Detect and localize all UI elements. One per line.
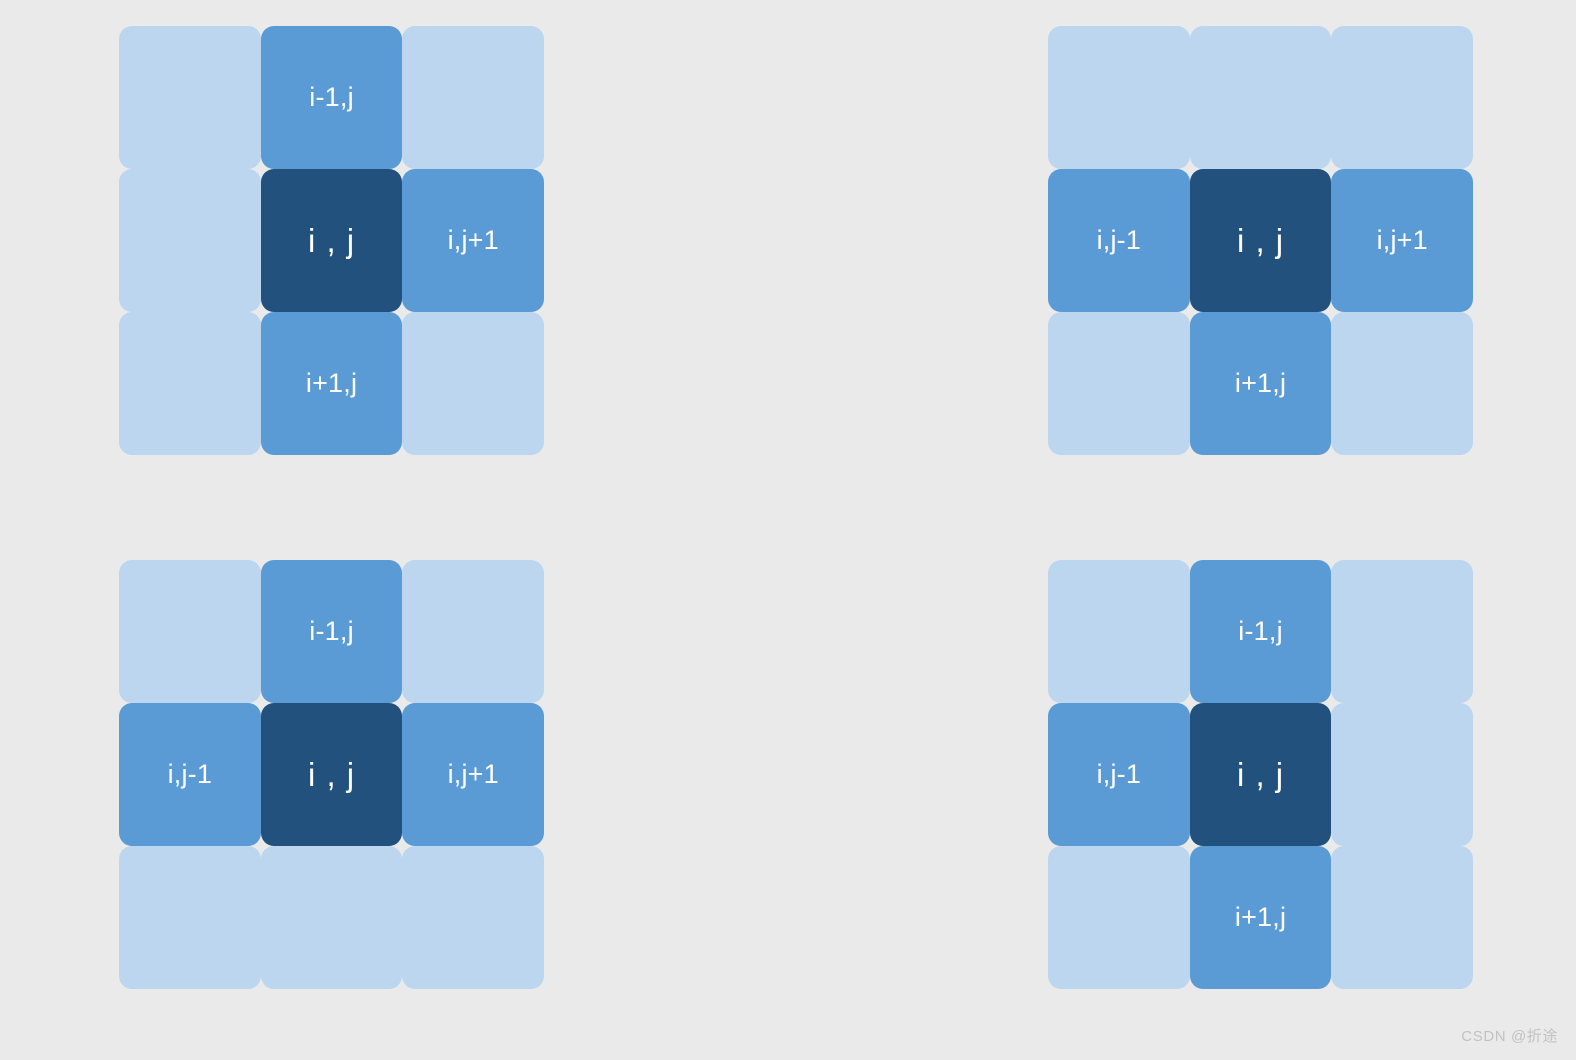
cell-label: i,j-1 [1096,759,1142,789]
grid-bottom-left-cell-r0c2 [402,560,545,703]
grid-top-left-cell-r2c1: i+1,j [260,312,403,455]
grid-bottom-left-cell-r2c0 [119,846,261,989]
grid-top-right-cell-r0c1 [1189,26,1332,169]
cell-label: i-1,j [309,82,354,112]
grid-bottom-right-cell-r1c2 [1331,703,1474,846]
grid-bottom-left-cell-r2c2 [402,846,545,989]
grid-top-right-cell-r2c2 [1331,312,1474,455]
grid-bottom-right-cell-r1c1: i , j [1189,703,1332,846]
grid-bottom-left-cell-r1c1: i , j [260,703,403,846]
grid-top-right-cell-r2c1: i+1,j [1189,312,1332,455]
csdn-watermark: CSDN @折途 [1461,1028,1558,1045]
grid-top-right-cell-r0c0 [1048,26,1190,169]
grid-bottom-right-cell-r2c1: i+1,j [1189,846,1332,989]
grid-bottom-right: i-1,j i,j-1 i , j i+1,j [1048,560,1474,989]
cell-label: i , j [307,756,356,793]
cell-label: i-1,j [309,616,354,646]
grid-top-left-cell-r0c2 [402,26,545,169]
cell-label: i , j [307,222,356,259]
grid-bottom-left-cell-r1c0: i,j-1 [119,703,261,846]
cell-label: i+1,j [305,368,358,398]
grid-top-left-cell-r0c1: i-1,j [260,26,403,169]
grid-top-right-cell-r1c0: i,j-1 [1048,169,1190,312]
cell-label: i,j-1 [1096,225,1142,255]
cell-label: i,j+1 [1376,225,1428,255]
grid-top-left-cell-r0c0 [119,26,261,169]
grid-bottom-left-cell-r0c1: i-1,j [260,560,403,703]
grid-top-left-cell-r1c1: i , j [260,169,403,312]
grid-bottom-left-cell-r2c1 [260,846,403,989]
grid-bottom-left-cell-r1c2: i,j+1 [402,703,545,846]
grid-bottom-right-cell-r2c0 [1048,846,1190,989]
cell-label: i , j [1236,756,1285,793]
grid-top-left: i-1,j i , j i,j+1 i+1,j [119,26,545,455]
cell-label: i+1,j [1234,368,1287,398]
grid-top-right-cell-r2c0 [1048,312,1190,455]
grid-top-right-cell-r1c1: i , j [1189,169,1332,312]
cell-label: i+1,j [1234,902,1287,932]
grid-bottom-left: i-1,j i,j-1 i , j i,j+1 [119,560,545,989]
grid-top-right: i,j-1 i , j i,j+1 i+1,j [1048,26,1474,455]
cell-label: i,j+1 [447,759,499,789]
grid-bottom-right-cell-r0c1: i-1,j [1189,560,1332,703]
grid-top-left-cell-r2c0 [119,312,261,455]
cell-label: i,j+1 [447,225,499,255]
grid-bottom-right-cell-r0c0 [1048,560,1190,703]
grid-top-left-cell-r1c0 [119,169,261,312]
cell-label: i,j-1 [167,759,213,789]
grid-top-right-cell-r0c2 [1331,26,1474,169]
grid-top-left-cell-r1c2: i,j+1 [402,169,545,312]
grid-bottom-right-cell-r0c2 [1331,560,1474,703]
grid-bottom-right-cell-r1c0: i,j-1 [1048,703,1190,846]
cell-label: i-1,j [1238,616,1283,646]
grid-bottom-right-cell-r2c2 [1331,846,1474,989]
grid-top-right-cell-r1c2: i,j+1 [1331,169,1474,312]
cell-label: i , j [1236,222,1285,259]
grid-top-left-cell-r2c2 [402,312,545,455]
grid-bottom-left-cell-r0c0 [119,560,261,703]
